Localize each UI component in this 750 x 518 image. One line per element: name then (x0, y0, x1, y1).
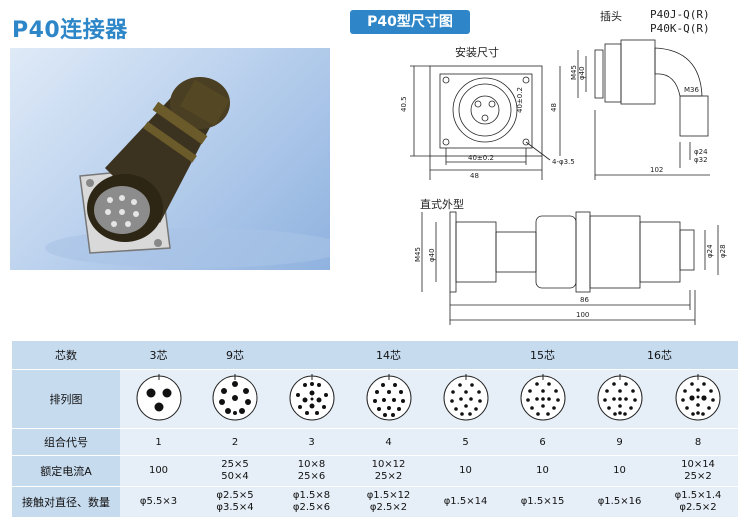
code-cell: 1 (120, 428, 197, 456)
pin-layout-5 (427, 369, 505, 429)
core-count-header: 芯数 (12, 341, 120, 370)
pin-layout-6 (504, 369, 582, 429)
dim-angle-thread: M36 (684, 86, 699, 94)
group-15: 15芯 (504, 341, 582, 370)
dim-angle-d: φ40 (578, 66, 586, 80)
pin-layout-9 (581, 369, 659, 429)
current-cell: 10 (581, 455, 659, 487)
group-16: 16芯 (581, 341, 739, 370)
page-title: P40连接器 (12, 18, 128, 43)
pin-layout-8 (658, 369, 739, 429)
connector-illustration (45, 77, 330, 268)
dim-angle-len: 102 (650, 166, 663, 174)
dim-straight-len2: 100 (576, 311, 589, 319)
code-row-label: 组合代号 (12, 428, 120, 456)
pin-layout-4 (350, 369, 427, 429)
plug-model-1: P40J-Q(R) (650, 8, 710, 21)
contact-cell: φ1.5×14 (427, 486, 505, 518)
group-14: 14芯 (273, 341, 505, 370)
plug-label: 插头 (600, 10, 622, 23)
dim-holes: 4-φ3.5 (552, 158, 575, 166)
dim-angle-d32: φ32 (694, 156, 708, 164)
dim-straight-len1: 86 (580, 296, 589, 304)
code-cell: 4 (350, 428, 427, 456)
dim-side-h: 48 (550, 103, 558, 112)
current-row-label: 额定电流A (12, 455, 120, 487)
code-cell: 6 (504, 428, 582, 456)
current-cell: 10 (504, 455, 582, 487)
contact-cell: φ5.5×3 (120, 486, 197, 518)
pin-layout-1 (120, 369, 197, 429)
spec-table: 芯数 3芯 9芯 14芯 15芯 16芯 排列图 (12, 341, 739, 518)
code-cell: 5 (427, 428, 505, 456)
layout-row-label: 排列图 (12, 369, 120, 429)
dim-straight-d: φ40 (428, 248, 436, 262)
dimension-drawings: 40.5 48 40±0.2 40±0.2 48 4-φ3.5 M45 φ40 … (400, 39, 727, 325)
code-cell: 3 (273, 428, 350, 456)
straight-shape-label: 直式外型 (420, 198, 464, 211)
dim-hole-span-h: 40±0.2 (468, 154, 494, 162)
plug-model-2: P40K-Q(R) (650, 22, 710, 35)
dim-angle-d24: φ24 (694, 148, 708, 156)
flange-outline (429, 65, 543, 157)
pin-layout-2 (197, 369, 273, 429)
pin-layout-3 (273, 369, 350, 429)
group-9: 9芯 (197, 341, 273, 370)
dim-angle-m: M45 (570, 65, 578, 80)
dim-hole-span-v: 40±0.2 (516, 87, 524, 113)
group-3: 3芯 (120, 341, 197, 370)
contact-cell: φ1.5×16 (581, 486, 659, 518)
dim-flange-h: 40.5 (400, 96, 408, 112)
dim-straight-d24: φ24 (706, 244, 714, 258)
dim-straight-m: M45 (414, 247, 422, 262)
mount-dimension-label: 安装尺寸 (455, 46, 499, 59)
dim-flange-w: 48 (470, 172, 479, 180)
dim-straight-d28: φ28 (719, 244, 727, 258)
contact-row-label: 接触对直径、数量 (12, 486, 120, 518)
code-cell: 9 (581, 428, 659, 456)
product-photo (10, 48, 330, 270)
code-cell: 8 (658, 428, 739, 456)
drawing-title: P40型尺寸图 (350, 10, 470, 34)
current-cell: 100 (120, 455, 197, 487)
current-cell: 10 (427, 455, 505, 487)
contact-cell: φ1.5×15 (504, 486, 582, 518)
code-cell: 2 (197, 428, 273, 456)
